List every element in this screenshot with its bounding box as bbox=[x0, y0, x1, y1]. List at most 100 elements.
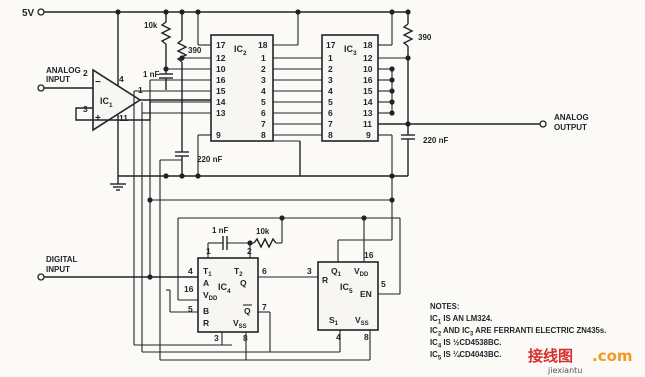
capacitor-1nf-top: 1 nF bbox=[143, 69, 173, 90]
ic2-left-wiring bbox=[150, 9, 211, 176]
svg-text:5: 5 bbox=[188, 304, 193, 314]
watermark-sub: jiexiantu bbox=[547, 366, 582, 375]
svg-text:18: 18 bbox=[258, 40, 268, 50]
ic5-name: IC5 bbox=[340, 282, 353, 295]
svg-text:3: 3 bbox=[307, 266, 312, 276]
svg-text:S1: S1 bbox=[329, 315, 339, 327]
svg-text:3: 3 bbox=[83, 104, 88, 114]
svg-text:VDD: VDD bbox=[203, 290, 218, 302]
c3-value: 220 nF bbox=[423, 136, 448, 145]
resistor-390-left: 390 bbox=[176, 12, 202, 72]
analog-input-label-2: INPUT bbox=[46, 75, 70, 84]
control-wiring bbox=[133, 80, 395, 353]
ic2-chip: IC2 17 12 10 16 15 14 13 9 18 1 2 3 4 5 … bbox=[210, 34, 274, 142]
supply-terminal bbox=[37, 8, 45, 16]
svg-text:10: 10 bbox=[363, 64, 373, 74]
svg-text:14: 14 bbox=[216, 97, 226, 107]
svg-text:R: R bbox=[322, 275, 328, 285]
svg-text:4: 4 bbox=[119, 74, 124, 84]
svg-text:16: 16 bbox=[363, 75, 373, 85]
svg-text:8: 8 bbox=[261, 130, 266, 140]
ic4-wiring: 1 nF 10k DIGITAL INPUT bbox=[37, 215, 370, 361]
svg-text:R: R bbox=[203, 318, 209, 328]
svg-text:3: 3 bbox=[214, 333, 219, 343]
svg-text:Q: Q bbox=[244, 306, 251, 316]
watermark-domain: .com bbox=[592, 347, 633, 365]
svg-text:9: 9 bbox=[366, 130, 371, 140]
ic2-left-pins: 17 12 10 16 15 14 13 9 bbox=[216, 40, 226, 140]
svg-text:3: 3 bbox=[261, 75, 266, 85]
r4-value: 10k bbox=[256, 227, 270, 236]
svg-text:A: A bbox=[203, 278, 209, 288]
ic1-body bbox=[92, 68, 142, 132]
analog-output-terminal bbox=[539, 120, 547, 128]
ic2-body bbox=[210, 34, 274, 142]
svg-text:VSS: VSS bbox=[355, 315, 369, 327]
notes-title: NOTES: bbox=[430, 302, 459, 311]
watermark-text: 接线图 bbox=[528, 347, 573, 365]
svg-text:5: 5 bbox=[261, 97, 266, 107]
ic2-name: IC2 bbox=[234, 44, 247, 57]
ic3-chip: IC3 17 1 2 3 4 5 6 7 8 18 12 10 16 15 14… bbox=[321, 34, 379, 142]
r3-value: 390 bbox=[418, 33, 432, 42]
svg-text:13: 13 bbox=[216, 108, 226, 118]
svg-text:11: 11 bbox=[363, 119, 372, 129]
ic2-right-pins: 18 1 2 3 4 5 6 7 8 bbox=[258, 40, 268, 140]
svg-text:T1: T1 bbox=[203, 266, 212, 278]
ic4-body bbox=[197, 257, 259, 333]
svg-text:VDD: VDD bbox=[354, 266, 369, 278]
svg-text:+: + bbox=[95, 113, 101, 124]
ic4-name: IC4 bbox=[218, 282, 231, 295]
c2-value: 220 nF bbox=[197, 155, 222, 164]
ic1-name: IC1 bbox=[100, 96, 113, 109]
svg-text:7: 7 bbox=[262, 302, 267, 312]
svg-text:4: 4 bbox=[328, 86, 333, 96]
svg-text:7: 7 bbox=[261, 119, 266, 129]
svg-text:−: − bbox=[95, 77, 101, 88]
ic3-right-pins: 18 12 10 16 15 14 13 11 9 bbox=[363, 40, 373, 140]
svg-text:1: 1 bbox=[261, 53, 266, 63]
ic5-wiring bbox=[159, 159, 401, 360]
ic5-body bbox=[317, 261, 379, 331]
supply-label: 5V bbox=[22, 8, 35, 19]
ic3-name: IC3 bbox=[344, 44, 357, 57]
svg-text:5: 5 bbox=[381, 279, 386, 289]
svg-text:17: 17 bbox=[326, 40, 336, 50]
ic5-chip: IC5 Q1 VDD R EN S1 VSS 3 16 5 4 8 bbox=[307, 250, 386, 342]
svg-text:4: 4 bbox=[261, 86, 266, 96]
ic3-body bbox=[321, 34, 379, 142]
analog-input-label-1: ANALOG bbox=[46, 66, 81, 75]
svg-text:14: 14 bbox=[363, 97, 373, 107]
svg-text:VSS: VSS bbox=[233, 318, 247, 330]
svg-text:17: 17 bbox=[216, 40, 226, 50]
digital-input-terminal bbox=[37, 273, 45, 281]
ic1-opamp: IC1 − + 2 3 4 1 11 ANALOG INPUT bbox=[37, 12, 211, 160]
data-bus bbox=[273, 12, 322, 136]
svg-text:5: 5 bbox=[328, 97, 333, 107]
svg-text:11: 11 bbox=[119, 113, 128, 123]
notes-block: NOTES: IC1 IS AN LM324. IC2 AND IC3 ARE … bbox=[430, 302, 606, 362]
note-line-3: IC4 IS ½CD4538BC. bbox=[430, 338, 501, 350]
note-line-4: IC5 IS ¼CD4043BC. bbox=[430, 350, 501, 362]
svg-text:13: 13 bbox=[363, 108, 373, 118]
site-watermark-logo: 接线图 .com jiexiantu bbox=[528, 347, 633, 375]
svg-text:16: 16 bbox=[364, 250, 374, 260]
ic3-right-wiring: ANALOG OUTPUT bbox=[378, 9, 589, 176]
svg-text:2: 2 bbox=[261, 64, 266, 74]
svg-text:EN: EN bbox=[360, 289, 372, 299]
analog-output-label-2: OUTPUT bbox=[554, 123, 587, 132]
svg-text:12: 12 bbox=[363, 53, 373, 63]
note-line-2: IC2 AND IC3 ARE FERRANTI ELECTRIC ZN435s… bbox=[430, 326, 606, 338]
svg-text:18: 18 bbox=[363, 40, 373, 50]
svg-text:10: 10 bbox=[216, 64, 226, 74]
ground-rail bbox=[110, 140, 301, 191]
svg-text:4: 4 bbox=[188, 266, 193, 276]
note-line-1: IC1 IS AN LM324. bbox=[430, 314, 492, 326]
r1-value: 10k bbox=[144, 21, 158, 30]
svg-text:16: 16 bbox=[216, 75, 226, 85]
svg-text:B: B bbox=[203, 306, 209, 316]
svg-text:12: 12 bbox=[216, 53, 226, 63]
c4-value: 1 nF bbox=[212, 226, 229, 235]
